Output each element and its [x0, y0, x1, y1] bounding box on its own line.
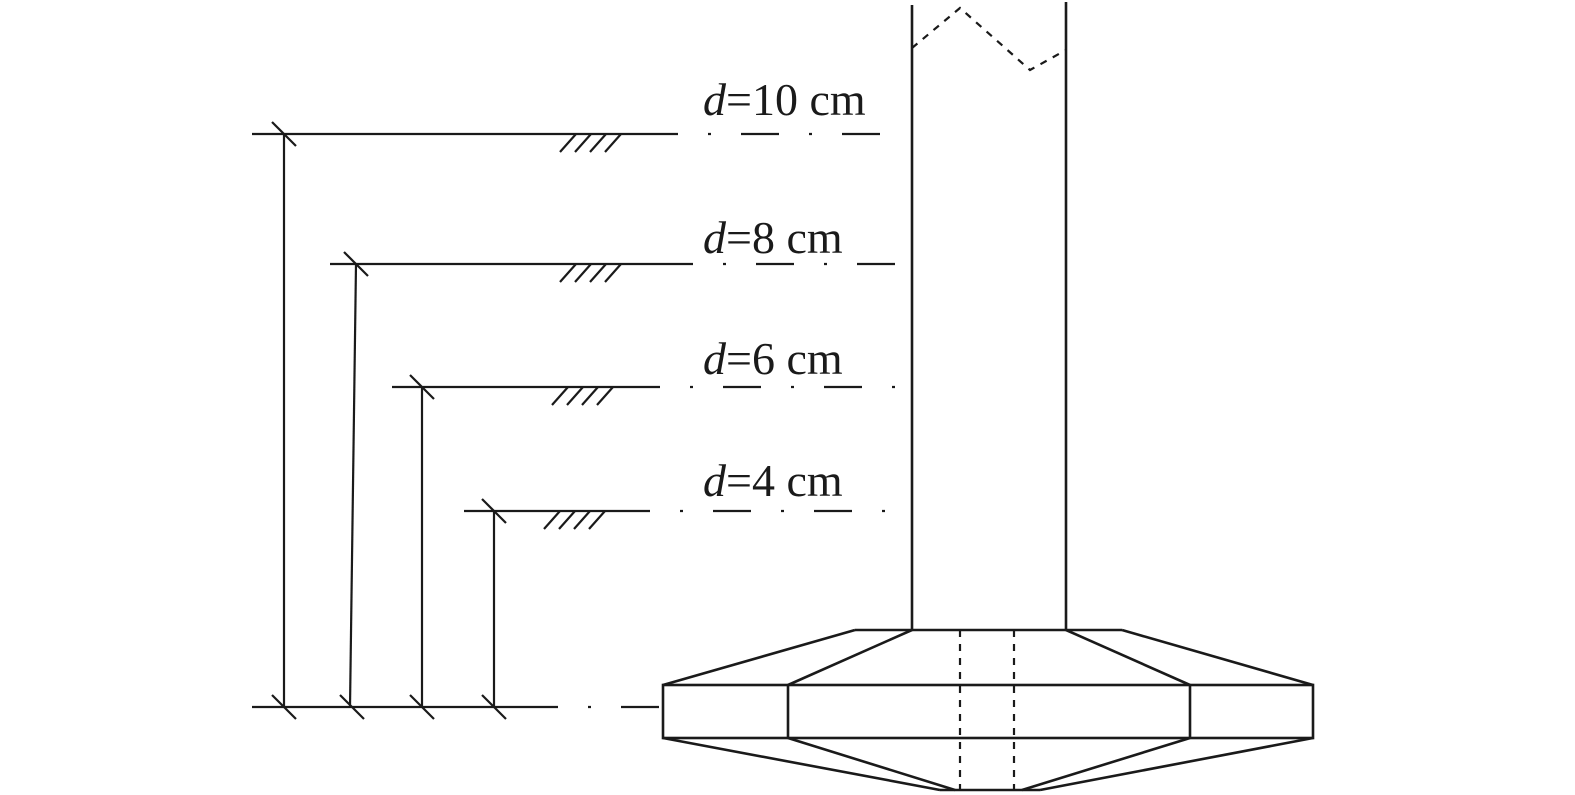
- dimension-line-8: [348, 263, 358, 708]
- ground-hatch-8: [559, 263, 622, 283]
- ground-hatch-4: [543, 510, 606, 530]
- footing-plate: [661, 628, 1315, 792]
- depth-label-6: d=6 cm: [703, 333, 843, 384]
- depth-label-8: d=8 cm: [703, 212, 843, 263]
- ground-hatch-10: [559, 133, 622, 153]
- depth-label-4: d=4 cm: [703, 455, 843, 506]
- dimension-ticks: [271, 121, 507, 720]
- depth-label-10: d=10 cm: [703, 74, 866, 125]
- shaft-break-line: [911, 6, 1067, 72]
- ground-hatch-6: [551, 386, 614, 406]
